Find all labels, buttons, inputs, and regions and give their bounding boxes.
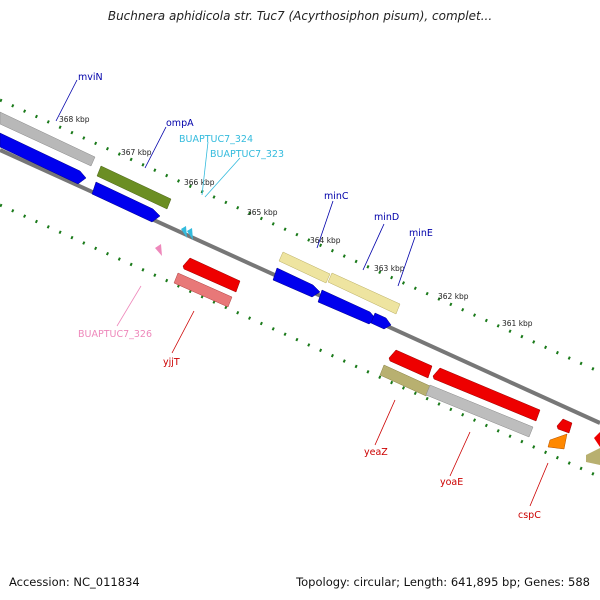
label-minC[interactable]: minC <box>324 191 349 202</box>
label-minE[interactable]: minE <box>409 228 433 239</box>
tick-label-368: 368 kbp <box>59 115 90 124</box>
gene-minD[interactable] <box>327 272 401 315</box>
label-yoaE[interactable]: yoaE <box>440 477 463 488</box>
cds-yjjT[interactable] <box>182 257 241 293</box>
leader-cspC <box>529 462 549 507</box>
label-BUAPTUC7_324[interactable]: BUAPTUC7_324 <box>179 134 253 145</box>
label-minD[interactable]: minD <box>374 212 399 223</box>
gene-yjjT[interactable] <box>173 272 233 308</box>
cds-minC[interactable] <box>272 267 321 298</box>
gene-edge-right[interactable] <box>586 448 600 465</box>
leader-minE <box>397 236 416 287</box>
gene-yoaE[interactable] <box>425 384 534 438</box>
tick-label-361: 361 kbp <box>502 319 533 328</box>
leader-minD <box>362 223 385 271</box>
tick-label-367: 367 kbp <box>121 148 152 157</box>
gene-ompA[interactable] <box>96 165 172 210</box>
leader-ompA <box>144 126 167 169</box>
accession-text: Accession: NC_011834 <box>9 575 140 589</box>
label-yjjT[interactable]: yjjT <box>163 357 180 368</box>
cds-minE[interactable] <box>370 312 392 330</box>
genome-map: 368 kbp 367 kbp 366 kbp 365 kbp 364 kbp … <box>0 72 600 521</box>
gene-BUAPTUC7_324[interactable] <box>181 226 187 238</box>
cds-ompA[interactable] <box>91 181 161 223</box>
tick-label-365: 365 kbp <box>247 208 278 217</box>
inner-tick-ring <box>0 203 600 479</box>
tick-label-362: 362 kbp <box>438 292 469 301</box>
leader-yeaZ <box>374 399 396 446</box>
gene-BUAPTUC7_326[interactable] <box>155 244 162 256</box>
label-BUAPTUC7_323[interactable]: BUAPTUC7_323 <box>210 149 284 160</box>
gene-mviN[interactable] <box>0 111 96 167</box>
label-BUAPTUC7_326[interactable]: BUAPTUC7_326 <box>78 329 152 340</box>
label-yeaZ[interactable]: yeaZ <box>364 447 388 458</box>
label-mviN[interactable]: mviN <box>78 72 103 83</box>
leader-BUAPTUC7_323 <box>204 157 241 198</box>
leader-yjjT <box>171 310 195 354</box>
leader-yoaE <box>449 431 471 477</box>
gene-cspC[interactable] <box>547 433 568 450</box>
leader-BUAPTUC7_326 <box>116 285 142 327</box>
genome-summary-text: Topology: circular; Length: 641,895 bp; … <box>296 575 590 589</box>
gene-BUAPTUC7_323[interactable] <box>187 228 193 240</box>
label-ompA[interactable]: ompA <box>166 118 194 129</box>
cds-mviN[interactable] <box>0 132 87 185</box>
tick-label-366: 366 kbp <box>184 178 215 187</box>
cds-yoaE[interactable] <box>432 367 541 422</box>
leader-minC <box>316 200 334 249</box>
gene-minC[interactable] <box>278 251 331 284</box>
cds-cspC[interactable] <box>556 418 573 434</box>
page-title: Buchnera aphidicola str. Tuc7 (Acyrthosi… <box>107 9 493 23</box>
cds-edge-right[interactable] <box>594 432 600 447</box>
tick-label-364: 364 kbp <box>310 236 341 245</box>
cds-yeaZ[interactable] <box>388 349 433 379</box>
gene-yeaZ[interactable] <box>379 364 431 397</box>
leader-mviN <box>55 79 78 122</box>
tick-label-363: 363 kbp <box>374 264 405 273</box>
label-cspC[interactable]: cspC <box>518 510 541 521</box>
leader-BUAPTUC7_324 <box>201 141 209 196</box>
